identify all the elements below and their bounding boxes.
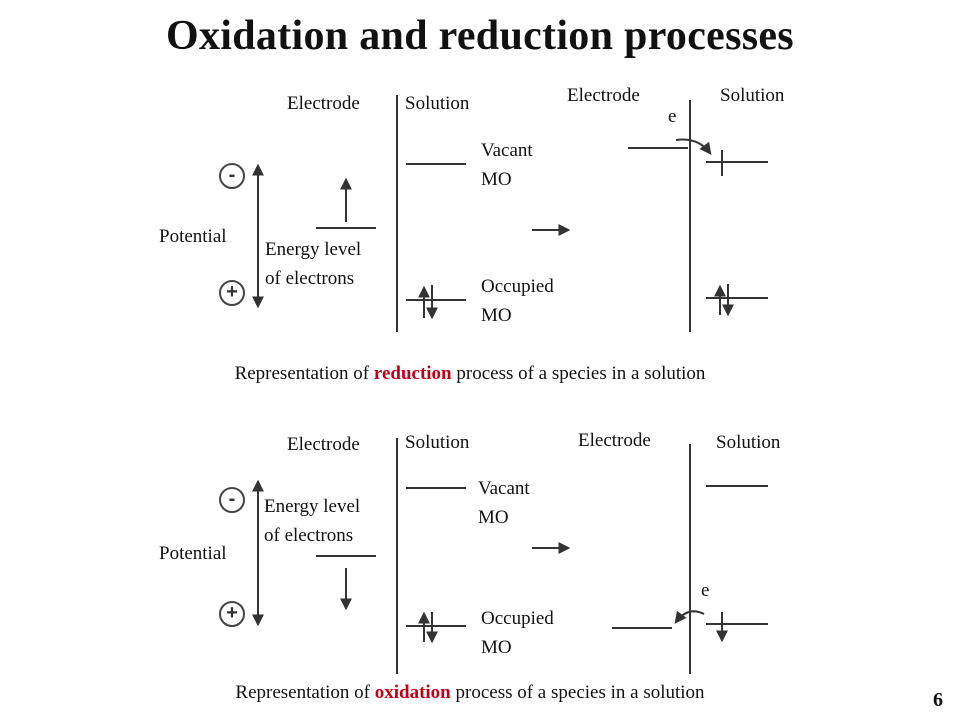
solution-label-right: Solution (716, 432, 781, 453)
reduction-diagram (252, 95, 768, 332)
solution-label: Solution (405, 432, 470, 453)
oxidation-diagram (252, 438, 768, 674)
energy-level-label-line1: Energy level (264, 496, 361, 517)
potential-label: Potential (159, 543, 227, 564)
caption-prefix: Representation of (234, 363, 374, 384)
vacant-mo-label: Vacant MO (478, 474, 530, 532)
vacant-mo-label-line1: Vacant (481, 140, 533, 161)
vacant-mo-label-line2: MO (478, 507, 509, 528)
page-number: 6 (933, 689, 943, 711)
negative-sign: - (219, 163, 245, 189)
electrode-label: Electrode (287, 93, 360, 114)
energy-level-label-line1: Energy level (265, 239, 362, 260)
energy-level-label: Energy level of electrons (265, 235, 361, 293)
occupied-mo-label-line1: Occupied (481, 276, 554, 297)
caption-suffix: process of a species in a solution (451, 363, 706, 384)
electron-transfer-arrow (675, 138, 712, 155)
energy-level-label-line2: of electrons (264, 525, 354, 546)
occupied-mo-label: Occupied MO (481, 272, 554, 330)
electrode-label: Electrode (287, 434, 360, 455)
vacant-mo-label-line2: MO (481, 169, 512, 190)
electrode-label-right: Electrode (567, 85, 640, 106)
solution-label: Solution (405, 93, 470, 114)
potential-label: Potential (159, 226, 227, 247)
reduction-caption: Representation of reduction process of a… (0, 363, 940, 385)
positive-sign: + (219, 280, 245, 306)
energy-level-label-line2: of electrons (265, 268, 355, 289)
occupied-mo-label: Occupied MO (481, 604, 554, 662)
electrode-label-right: Electrode (578, 430, 651, 451)
occupied-mo-label-line2: MO (481, 305, 512, 326)
vacant-mo-label: Vacant MO (481, 136, 533, 194)
page-title: Oxidation and reduction processes (166, 13, 794, 59)
caption-keyword: oxidation (374, 682, 451, 703)
energy-level-label: Energy level of electrons (264, 492, 360, 550)
caption-keyword: reduction (373, 363, 452, 384)
oxidation-caption: Representation of oxidation process of a… (0, 682, 940, 704)
positive-sign: + (219, 601, 245, 627)
electron-label: e (701, 580, 710, 601)
occupied-mo-label-line1: Occupied (481, 608, 554, 629)
electron-transfer-arrow (674, 610, 705, 624)
negative-sign: - (219, 487, 245, 513)
vacant-mo-label-line1: Vacant (478, 478, 530, 499)
occupied-mo-label-line2: MO (481, 637, 512, 658)
solution-label-right: Solution (720, 85, 785, 106)
caption-prefix: Representation of (235, 682, 375, 703)
caption-suffix: process of a species in a solution (450, 682, 705, 703)
electron-label: e (668, 106, 677, 127)
